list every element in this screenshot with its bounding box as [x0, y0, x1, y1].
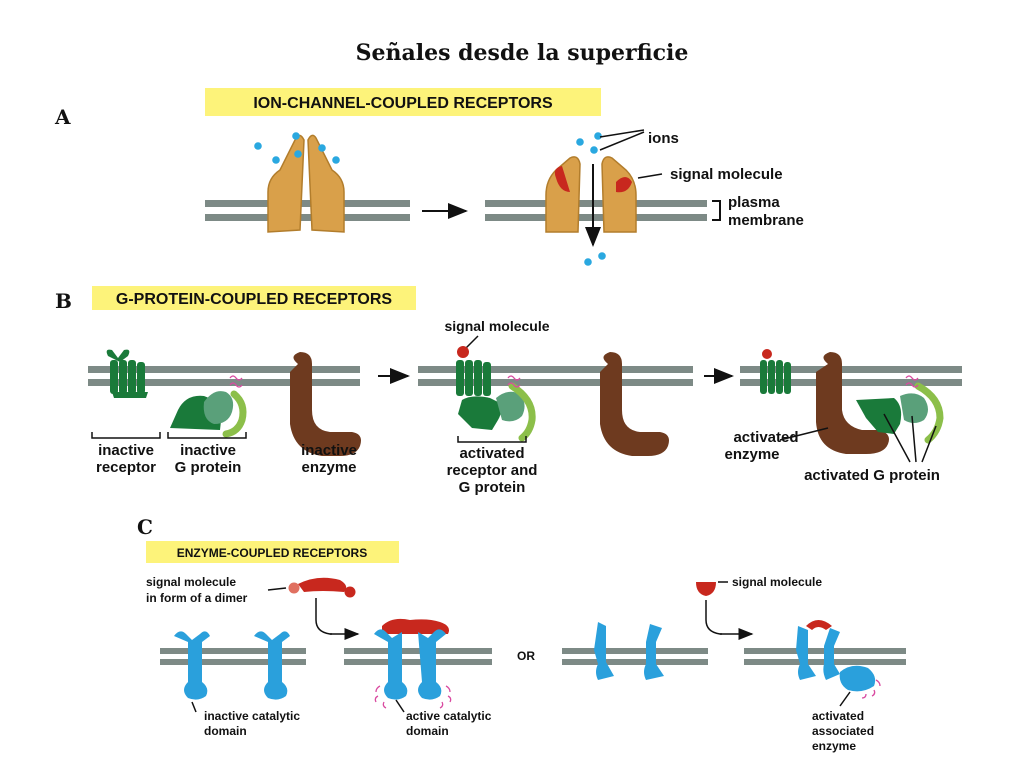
label-dimer-1: signal molecule — [146, 575, 236, 589]
panel-b: B G-PROTEIN-COUPLED RECEPTORS — [55, 286, 962, 496]
membrane-a-left — [205, 200, 410, 221]
panel-c-letter: C — [137, 515, 153, 539]
active-receptor-pair — [374, 618, 452, 709]
panel-c: C ENZYME-COUPLED RECEPTORS signal molecu… — [137, 515, 906, 753]
label-signal-molecule-a: signal molecule — [670, 166, 783, 183]
inactive-g-protein — [170, 375, 247, 438]
membrane-b-1 — [88, 366, 360, 386]
label-activated-g-protein: activated G protein — [804, 467, 940, 484]
label-signal-molecule-c: signal molecule — [732, 575, 822, 589]
membrane-c-1 — [160, 648, 306, 665]
label-assoc-1: activated — [812, 709, 864, 723]
panel-a-header: ION-CHANNEL-COUPLED RECEPTORS — [253, 95, 553, 112]
signal-leader-a — [637, 173, 663, 179]
membrane-b-3 — [740, 366, 962, 386]
membrane-c-2 — [344, 648, 492, 665]
signal-monomer — [696, 582, 716, 596]
c-curved-arrow-2-shaft — [705, 600, 722, 635]
label-inactive-domain-2: domain — [204, 724, 247, 738]
label-activated-enzyme-1: activated — [733, 429, 798, 446]
activated-g-protein-bound — [458, 375, 536, 442]
panel-b-header-highlight — [92, 286, 416, 310]
label-inactive-receptor-2: receptor — [96, 459, 156, 476]
panel-b-header: G-PROTEIN-COUPLED RECEPTORS — [116, 291, 393, 308]
dimer-leader — [267, 587, 287, 591]
active-domain-leader — [395, 699, 405, 713]
inactive-enzyme — [290, 352, 361, 456]
activated-receptor — [456, 346, 491, 396]
ion-channel-closed — [267, 134, 345, 233]
membrane-a-right — [485, 200, 707, 221]
assoc-enzyme-leader — [839, 691, 851, 707]
activated-rg-bracket — [457, 436, 527, 443]
activated-g-leaders — [883, 413, 937, 463]
label-ions: ions — [648, 130, 679, 147]
label-inactive-receptor-1: inactive — [98, 442, 154, 459]
inactive-domain-leader — [191, 701, 197, 713]
label-signal-molecule-b: signal molecule — [444, 318, 549, 334]
label-activated-rg-3: G protein — [459, 479, 526, 496]
c-curved-arrow-1-shaft — [315, 598, 332, 635]
label-activated-enzyme-2: enzyme — [724, 446, 779, 463]
panel-a-letter: A — [54, 105, 71, 129]
inactive-receptor-pair — [174, 631, 290, 700]
ions-flowing — [576, 132, 606, 266]
label-or: OR — [517, 649, 535, 663]
signal-dimer — [288, 577, 356, 598]
inactive-associated-receptor — [594, 622, 664, 680]
signal-leader-b — [465, 335, 479, 349]
label-plasma: plasma — [728, 194, 780, 211]
activated-enzyme-leader — [779, 427, 829, 441]
membrane-c-3 — [562, 648, 708, 665]
panel-c-header-highlight — [146, 541, 399, 563]
panel-c-header: ENZYME-COUPLED RECEPTORS — [177, 546, 367, 560]
label-inactive-g-1: inactive — [180, 442, 236, 459]
activated-associated-receptor — [796, 620, 881, 699]
bound-signal-right — [616, 177, 632, 193]
label-dimer-2: in form of a dimer — [146, 591, 248, 605]
panel-a-header-highlight — [205, 88, 601, 116]
membrane-bracket — [712, 200, 721, 221]
ions-above-channel — [254, 132, 340, 164]
label-inactive-enzyme-1: inactive — [301, 442, 357, 459]
label-inactive-g-2: G protein — [175, 459, 242, 476]
ions-leader — [599, 129, 645, 151]
label-inactive-enzyme-2: enzyme — [301, 459, 356, 476]
bound-signal-left — [554, 166, 570, 192]
panel-b-letter: B — [55, 289, 72, 313]
inactive-receptor-bracket — [91, 432, 161, 439]
membrane-b-2 — [418, 366, 693, 386]
page-title: Señales desde la superficie — [356, 40, 689, 66]
activated-enzyme — [816, 352, 889, 454]
inactive-enzyme-stage-2 — [600, 352, 669, 456]
label-assoc-3: enzyme — [812, 739, 856, 753]
label-activated-rg-2: receptor and — [447, 462, 538, 479]
label-activated-rg-1: activated — [459, 445, 524, 462]
label-active-domain-1: active catalytic — [406, 709, 492, 723]
label-inactive-domain-1: inactive catalytic — [204, 709, 300, 723]
panel-a: A ION-CHANNEL-COUPLED RECEPTORS — [54, 88, 804, 266]
label-active-domain-2: domain — [406, 724, 449, 738]
ion-channel-open — [545, 156, 637, 233]
inactive-g-bracket — [167, 432, 247, 439]
inactive-receptor — [106, 349, 148, 398]
receptor-stage-3 — [760, 349, 791, 394]
label-membrane: membrane — [728, 212, 804, 229]
label-assoc-2: associated — [812, 724, 874, 738]
